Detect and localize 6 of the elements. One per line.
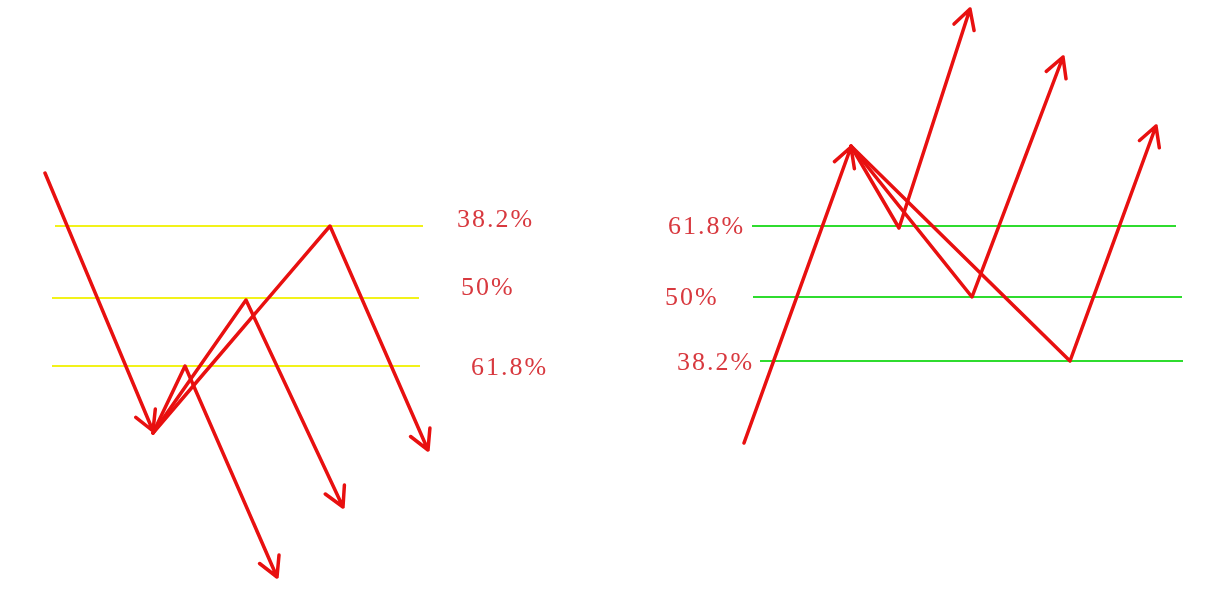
level-label: 38.2% [457, 206, 535, 232]
level-label: 50% [665, 284, 719, 310]
level-label: 61.8% [668, 213, 746, 239]
level-label: 61.8% [471, 354, 549, 380]
level-label: 50% [461, 274, 515, 300]
level-label: 38.2% [677, 349, 755, 375]
